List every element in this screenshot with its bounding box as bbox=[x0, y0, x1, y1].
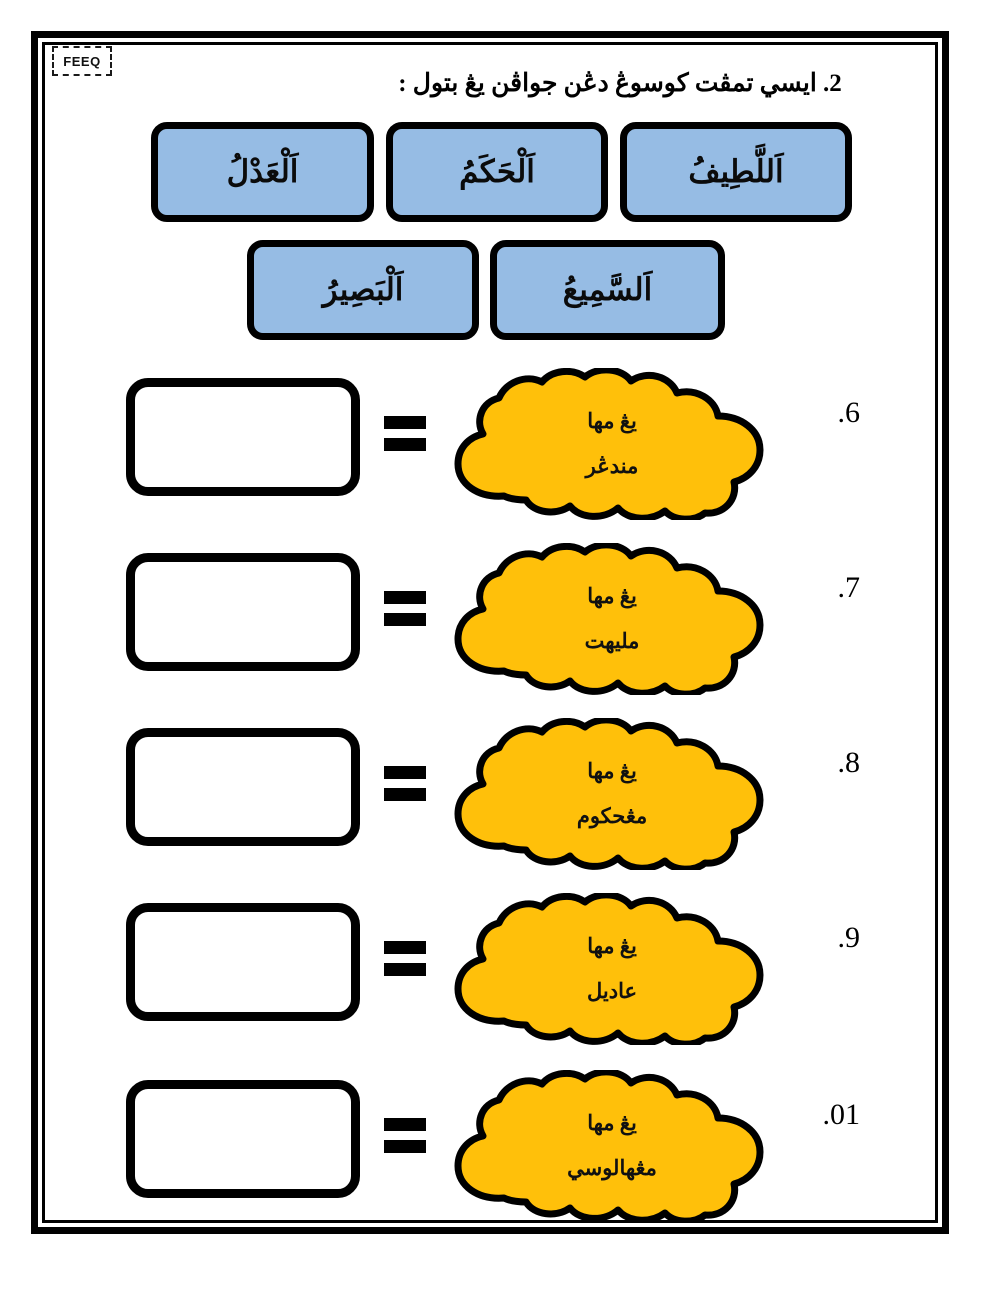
question-row: يڠ مها عاديل 9. bbox=[0, 893, 1000, 1053]
clue-cloud-7: يڠ مها مليهت bbox=[442, 543, 782, 695]
question-row: يڠ مها مندڠر 6. bbox=[0, 368, 1000, 528]
answer-blank-9[interactable] bbox=[126, 903, 360, 1021]
equals-sign bbox=[384, 766, 426, 806]
equals-sign bbox=[384, 1118, 426, 1158]
clue-cloud-6: يڠ مها مندڠر bbox=[442, 368, 782, 520]
equals-sign bbox=[384, 416, 426, 456]
question-row: يڠ مها مليهت 7. bbox=[0, 543, 1000, 703]
page-frame-outer bbox=[31, 31, 949, 1234]
question-number-9: 9. bbox=[837, 921, 861, 954]
word-bank-option-sami[interactable]: اَلسَّمِيعُ bbox=[490, 240, 725, 340]
word-bank-option-adl[interactable]: اَلْعَدْلُ bbox=[151, 122, 374, 222]
equals-sign bbox=[384, 941, 426, 981]
answer-blank-6[interactable] bbox=[126, 378, 360, 496]
page-frame-inner bbox=[42, 42, 938, 1223]
answer-blank-7[interactable] bbox=[126, 553, 360, 671]
feeq-watermark: FEEQ bbox=[52, 46, 112, 76]
question-row: يڠ مها مڠحكوم 8. bbox=[0, 718, 1000, 878]
question-number-6: 6. bbox=[837, 396, 861, 429]
word-bank-option-basir[interactable]: اَلْبَصِيرُ bbox=[247, 240, 479, 340]
clue-cloud-9: يڠ مها عاديل bbox=[442, 893, 782, 1045]
page-title: 2. ايسي تمڤت كوسوڠ دڠن جواڤن يڠ بتول : bbox=[398, 70, 842, 97]
question-number-8: 8. bbox=[837, 746, 861, 779]
answer-blank-10[interactable] bbox=[126, 1080, 360, 1198]
word-bank-option-latif[interactable]: اَللَّطِيفُ bbox=[620, 122, 852, 222]
question-number-10: 10. bbox=[822, 1098, 861, 1131]
answer-blank-8[interactable] bbox=[126, 728, 360, 846]
clue-cloud-8: يڠ مها مڠحكوم bbox=[442, 718, 782, 870]
word-bank-option-hakam[interactable]: اَلْحَكَمُ bbox=[386, 122, 608, 222]
equals-sign bbox=[384, 591, 426, 631]
clue-cloud-10: يڠ مها مڠهالوسي bbox=[442, 1070, 782, 1222]
question-row: يڠ مها مڠهالوسي 10. bbox=[0, 1070, 1000, 1230]
question-number-7: 7. bbox=[837, 571, 861, 604]
